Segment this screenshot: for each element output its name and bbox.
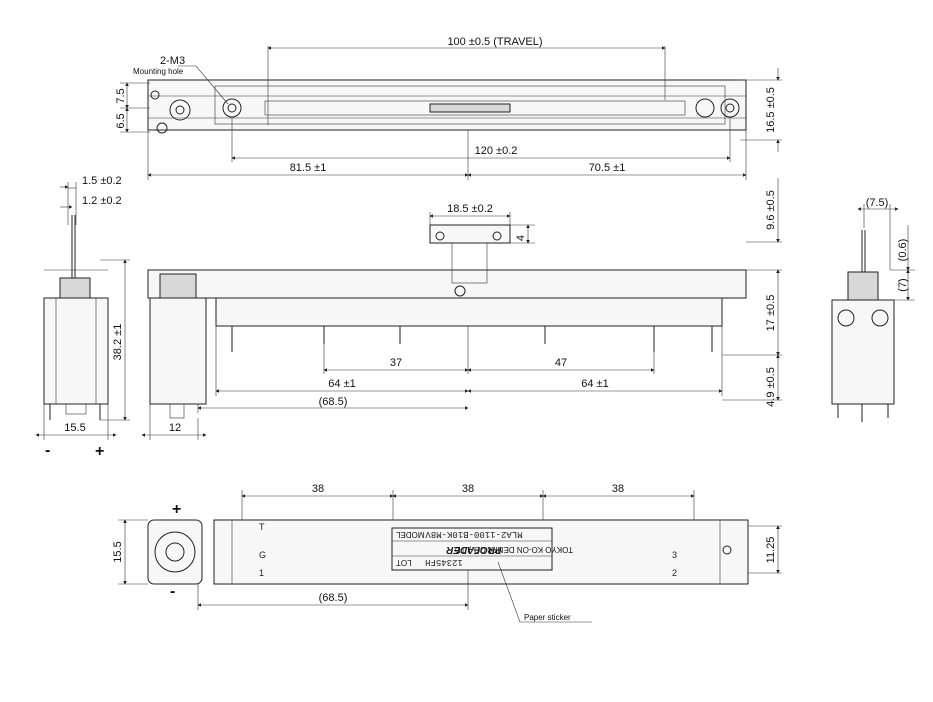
bottom-view: LOT 12345FH PROFADER TOKYO KO-ON DENPA C…: [112, 483, 782, 623]
shaft-width-2: 1.2 ±0.2: [82, 195, 122, 207]
pin-label-3: 3: [672, 550, 677, 560]
right-side-body: [831, 299, 895, 405]
bottom-pitch-1: 38: [312, 483, 324, 495]
length-81-5: 81.5 ±1: [290, 162, 327, 174]
pin-label-2: 2: [672, 568, 677, 578]
length-120: 120 ±0.2: [475, 145, 518, 157]
minus-terminal-label: -: [45, 442, 50, 459]
sticker-brand: PROFADER: [445, 544, 501, 555]
travel-dimension: 100 ±0.5 (TRAVEL): [447, 36, 542, 48]
pitch-47: 47: [555, 357, 567, 369]
bottom-height: 15.5: [112, 541, 124, 562]
mounting-hole-left-icon: [222, 98, 242, 118]
mounting-hole-right-icon: [720, 98, 740, 118]
side-height: 38.2 ±1: [112, 324, 124, 361]
top-view-knob-slot: [429, 103, 511, 113]
plus-terminal-label: +: [95, 443, 104, 460]
sticker-company: TOKYO KO-ON DENPA CO.,LTD: [455, 545, 573, 554]
pin-label-g: G: [259, 550, 266, 560]
motor-face-icon: [154, 531, 196, 573]
top-height-right: 16.5 ±0.5: [765, 87, 777, 133]
sticker-lot-label: LOT: [396, 558, 412, 567]
side-r-h1: (0.6): [897, 239, 909, 262]
left-side-view: 1.5 ±0.2 1.2 ±0.2 38.2 ±1 15.5 - +: [35, 175, 130, 460]
motor-gear-icon: [169, 99, 191, 121]
terminal-height: 4.9 ±0.5: [765, 367, 777, 407]
side-r-width: (7.5): [866, 197, 889, 209]
side-r-h2: (7): [897, 278, 909, 291]
offset-68-5: (68.5): [319, 396, 348, 408]
top-h-upper: 7.5: [115, 88, 127, 103]
bottom-plus-label: +: [172, 501, 181, 518]
knob-height: 4: [515, 235, 527, 241]
motor-side-body: [43, 297, 109, 405]
top-h-lower: 6.5: [115, 113, 127, 128]
mount-hole-label: Mounting hole: [133, 67, 184, 76]
mount-count-label: 2-M3: [160, 55, 185, 67]
shaft-width-1: 1.5 ±0.2: [82, 175, 122, 187]
front-resistor-body: [215, 297, 723, 327]
bottom-motor: [147, 519, 203, 585]
bottom-pitch-2: 38: [462, 483, 474, 495]
length-70-5: 70.5 ±1: [589, 162, 626, 174]
motor-width: 12: [169, 422, 181, 434]
sticker-callout: Paper sticker: [524, 613, 571, 622]
bottom-right-height: 11.25: [765, 537, 777, 564]
bottom-pitch-3: 38: [612, 483, 624, 495]
front-view: 18.5 ±0.2 4 9.6 ±0.5 17 ±0.5 4.9 ±0.5 37…: [141, 178, 782, 440]
front-motor-body: [149, 297, 207, 405]
right-side-view: (7.5) (0.6) (7): [831, 197, 915, 422]
span-right: 64 ±1: [581, 378, 608, 390]
front-view-rail: [147, 269, 747, 299]
bottom-minus-label: -: [170, 583, 175, 600]
body-height: 17 ±0.5: [765, 295, 777, 332]
top-view: 100 ±0.5 (TRAVEL) 2-M3 Mounting hole 7.5…: [115, 36, 782, 180]
bottom-offset: (68.5): [319, 592, 348, 604]
pin-label-1: 1: [259, 568, 264, 578]
paper-sticker: [391, 527, 553, 571]
sticker-model-label: MODEL: [395, 530, 424, 539]
sticker-model: MLA2-1100-B10K-M8V: [425, 529, 523, 539]
span-left: 64 ±1: [328, 378, 355, 390]
pin-label-t: T: [259, 522, 265, 532]
sticker-lot-value: 12345FH: [425, 557, 463, 567]
pitch-37: 37: [390, 357, 402, 369]
knob-top-height: 9.6 ±0.5: [765, 190, 777, 230]
side-width: 15.5: [64, 422, 85, 434]
knob-width: 18.5 ±0.2: [447, 203, 493, 215]
